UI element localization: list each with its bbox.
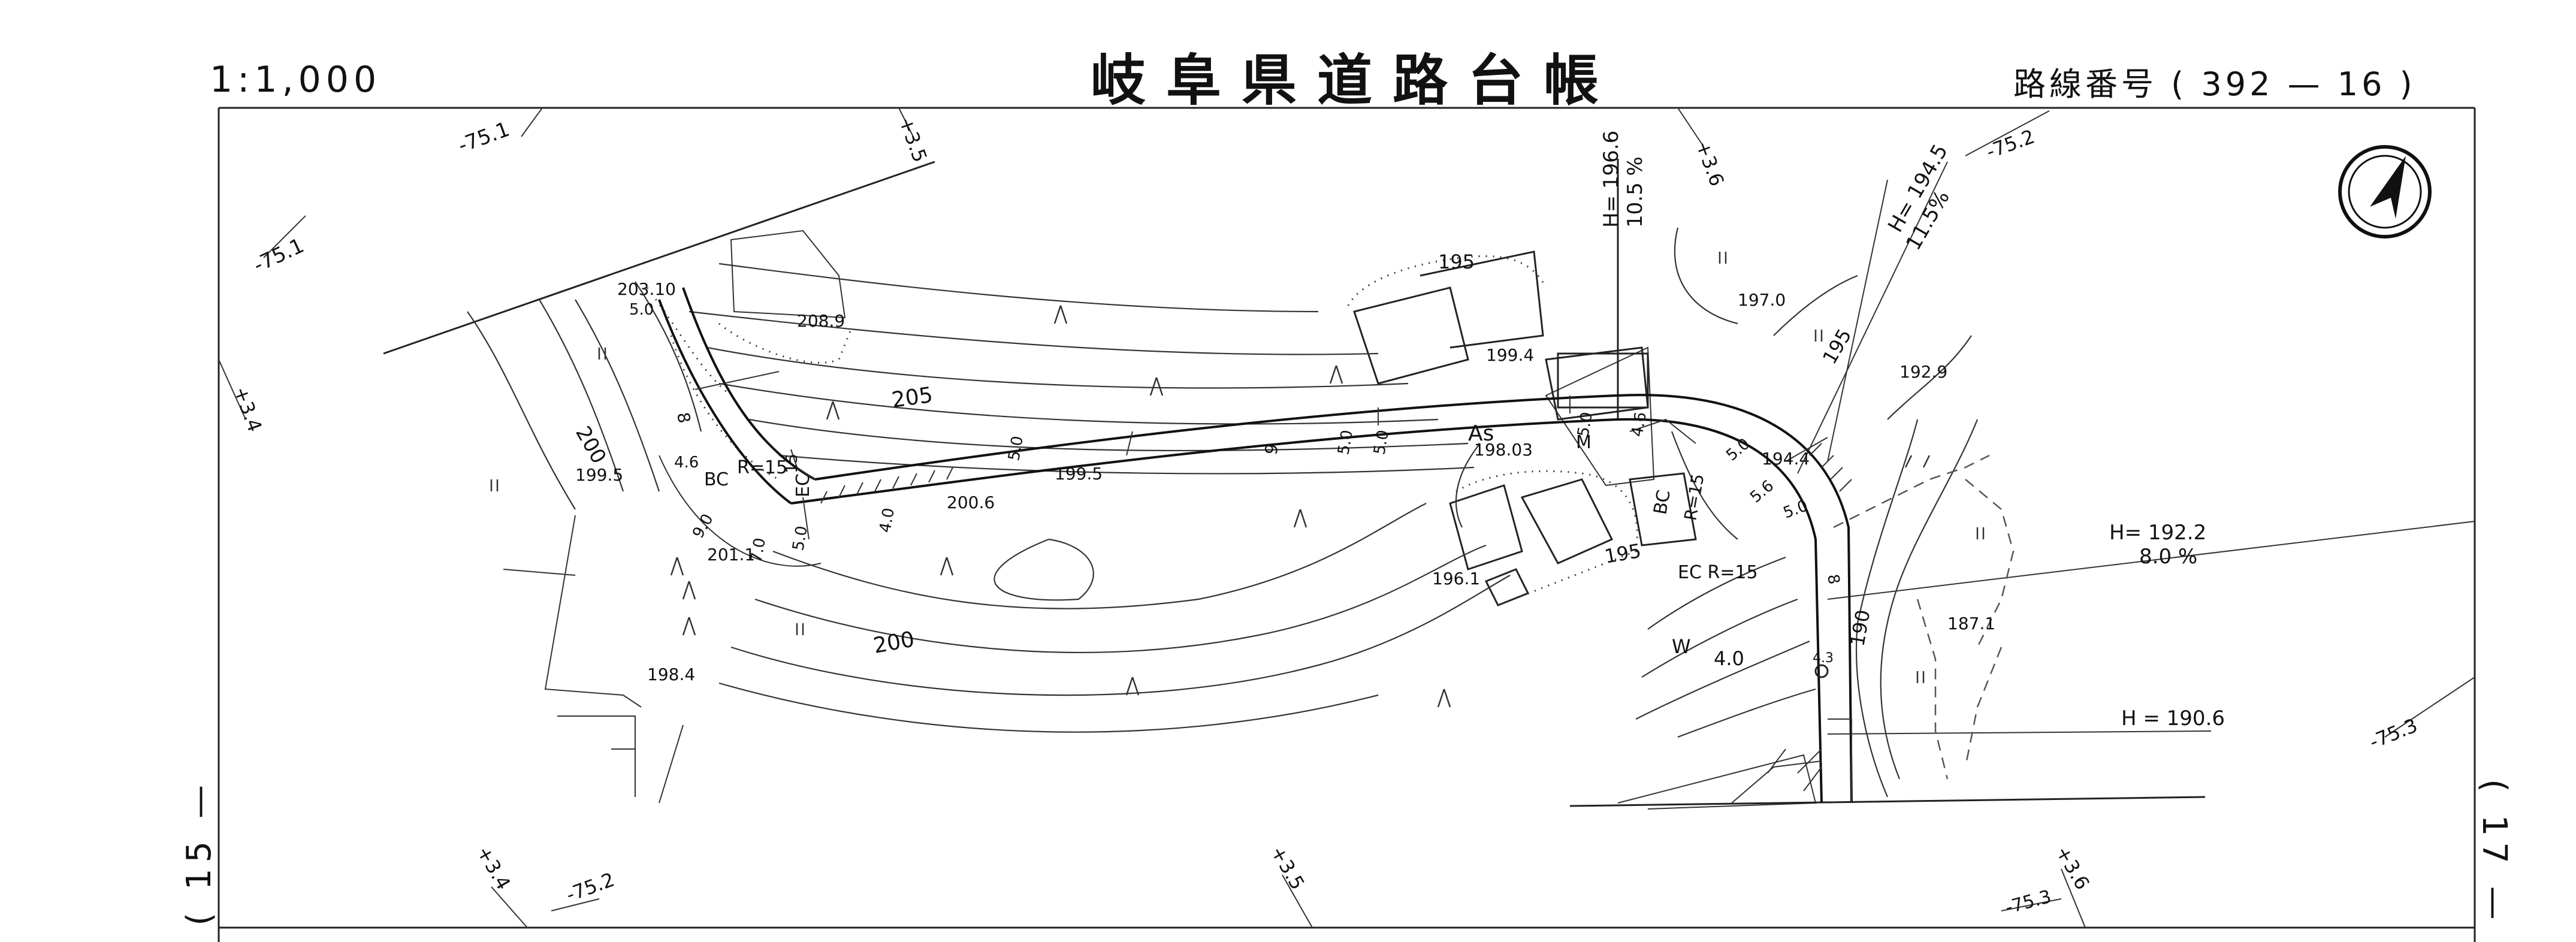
grid-label: +3.5 <box>894 114 931 165</box>
dimension-label: 8 <box>673 410 694 424</box>
contour-lines <box>467 227 1979 798</box>
map-frame <box>218 107 2476 942</box>
dimension-label: 9 <box>1261 442 1282 456</box>
dimension-label: 4.6 <box>1628 410 1650 438</box>
bc-label: BC <box>1650 488 1675 516</box>
dimension-label: 5.0 <box>1574 410 1596 438</box>
dimension-label: 5.0 <box>1370 428 1393 456</box>
grid-label: -75.3 <box>2003 886 2053 919</box>
spot-height: 192.9 <box>1899 362 1947 382</box>
spot-height: 194.4 <box>1762 449 1810 469</box>
dimension-label: 5.6 <box>1747 477 1777 507</box>
grid-label: +3.4 <box>229 384 266 435</box>
grade-label: 10.5 % <box>1623 156 1647 228</box>
adjacent-sheet-right: ( 17 — <box>2475 779 2514 926</box>
w-label: W <box>1672 635 1691 658</box>
spot-height: 199.4 <box>1486 345 1534 365</box>
spot-height: 199.5 <box>575 465 623 485</box>
spot-height: 197.0 <box>1738 290 1786 310</box>
road-labels: As M W BC EC R=15 BC R=15 EC R=15 5.0 4.… <box>629 301 1843 670</box>
spot-height: 201.1 <box>707 545 755 564</box>
bc-label: BC <box>704 469 729 490</box>
dimension-label: 5.0 <box>1723 435 1753 465</box>
grid-label: -75.2 <box>1983 125 2038 163</box>
dimension-label: 9.0 <box>689 511 717 542</box>
contour-label: 195 <box>1818 325 1856 368</box>
spot-height: 198.03 <box>1474 440 1533 460</box>
spot-height: 200.6 <box>947 493 995 512</box>
dimension-label: 7.0 <box>747 536 769 564</box>
spot-height: 187.1 <box>1947 614 1995 633</box>
spot-height: 196.1 <box>1432 569 1480 588</box>
m-label: M <box>1576 432 1591 453</box>
grade-label: H= 192.2 <box>2109 521 2206 545</box>
dimension-label: 4.3 <box>1813 651 1834 666</box>
grade-label: 8.0 % <box>2139 545 2197 569</box>
surface-label: As <box>1468 421 1494 446</box>
grid-ticks <box>218 107 2475 928</box>
route-number-value: ( 392 — 16 ) <box>2171 65 2416 103</box>
spot-height: 199.5 <box>1055 464 1103 484</box>
dimension-label: 5.0 <box>1334 428 1357 456</box>
dimension-label: 15 <box>783 454 801 473</box>
contour-labels: 195 205 200 200 195 195 190 <box>570 250 1874 659</box>
contour-label: 195 <box>1438 250 1475 273</box>
grid-label: +3.6 <box>2051 842 2094 893</box>
grid-label: -75.1 <box>250 234 308 277</box>
spot-height: 203.10 <box>617 279 676 299</box>
route-number-label: 路線番号 ( 392 — 16 ) <box>2013 58 2416 105</box>
spot-height: 198.4 <box>647 665 695 684</box>
route-number-caption: 路線番号 <box>2013 65 2157 103</box>
map-title: 岐阜県道路台帳 <box>1091 48 1620 113</box>
vegetation-symbols <box>490 252 1985 708</box>
dimension-label: 8 <box>1823 573 1843 586</box>
grid-label: +3.4 <box>472 842 515 893</box>
dimension-label: 5.0 <box>1005 434 1027 462</box>
ec-label: EC R=15 <box>1678 562 1758 583</box>
ec-label: EC <box>793 473 814 497</box>
scale-label: 1:1,000 <box>210 59 382 101</box>
boundary-lines <box>383 159 2475 810</box>
dotted-features <box>646 255 2015 780</box>
contour-label: 195 <box>1603 539 1643 568</box>
north-arrow-icon <box>2338 145 2432 238</box>
dimension-label: 5.0 <box>629 301 654 319</box>
radius-label: R=15 <box>737 457 787 478</box>
spot-heights: 203.10 208.9 199.4 197.0 192.9 199.5 198… <box>575 279 1995 684</box>
dimension-label: 5.0 <box>789 524 811 552</box>
dimension-label: 4.0 <box>876 506 898 534</box>
contour-label: 205 <box>890 383 935 413</box>
grade-label: H= 196.6 <box>1599 131 1623 228</box>
grid-label: +3.5 <box>1266 842 1309 893</box>
contour-label: 200 <box>570 422 611 468</box>
grade-label: H = 190.6 <box>2121 707 2225 730</box>
grade-annotations: H= 196.6 10.5 % H= 194.5 11.5% H= 192.2 … <box>1599 131 2225 730</box>
dimension-label: 4.6 <box>674 454 699 472</box>
grid-label: +3.6 <box>1691 138 1728 189</box>
road-alignment <box>658 287 1853 804</box>
grid-label: -75.3 <box>2366 714 2421 753</box>
spot-height: 208.9 <box>797 311 845 331</box>
dimension-label: 4.0 <box>1714 647 1744 670</box>
grid-label: -75.1 <box>455 117 512 158</box>
dimension-label: 5.0 <box>1781 497 1810 522</box>
